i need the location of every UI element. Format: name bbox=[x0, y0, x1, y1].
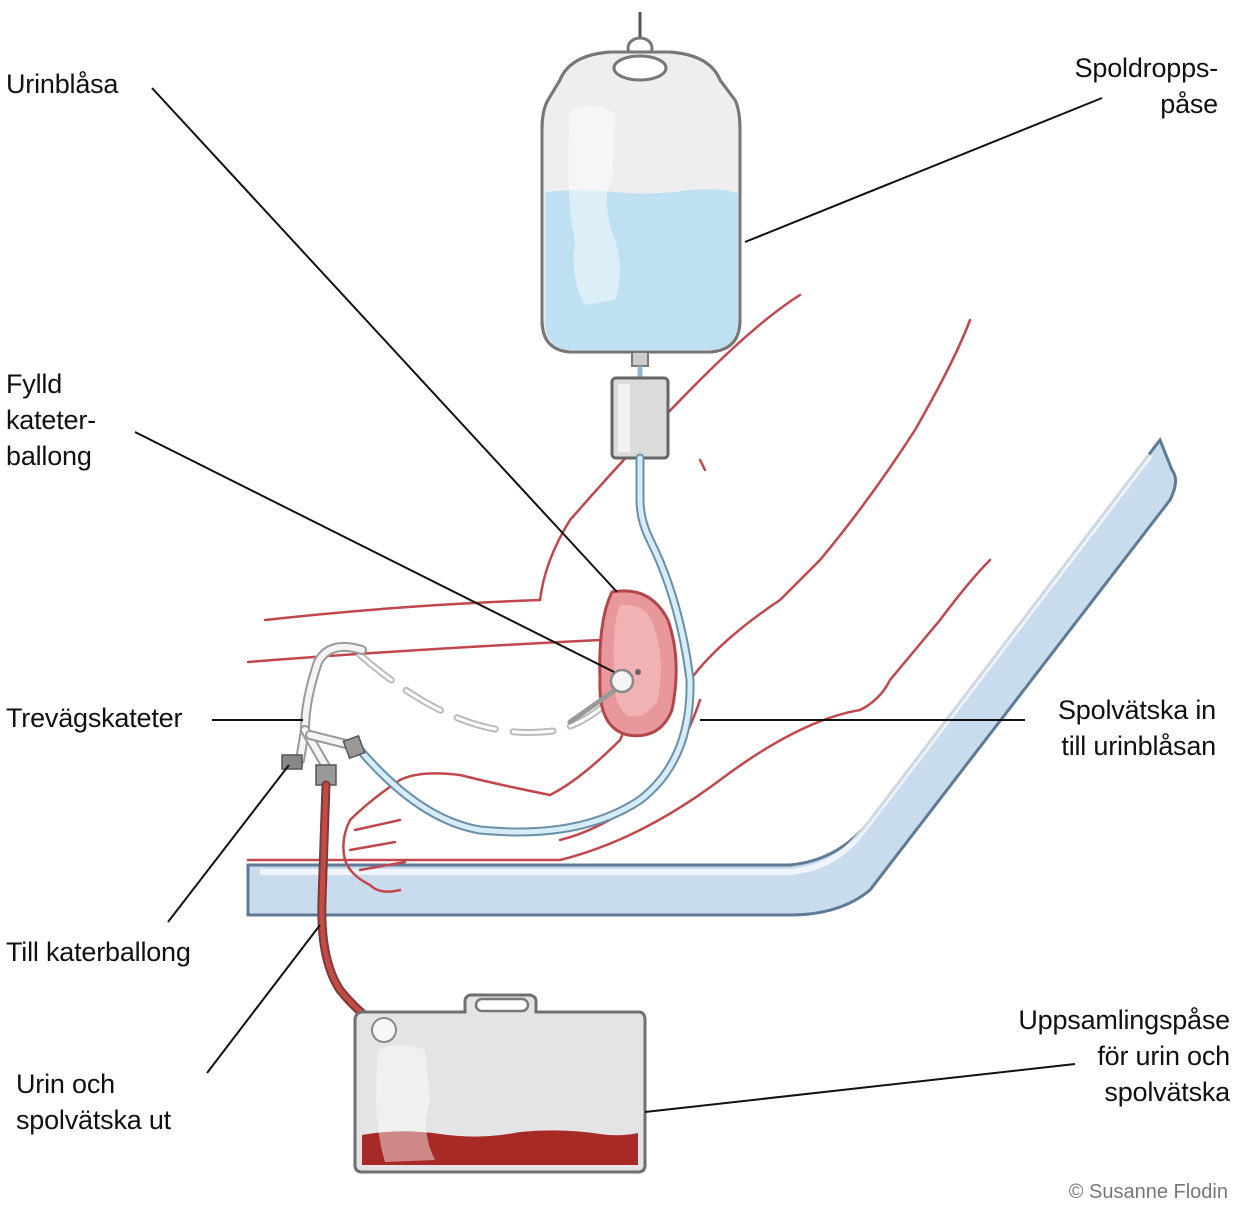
label-balloon-line1: Fylld bbox=[6, 369, 63, 399]
label-collect-line2: för urin och bbox=[1097, 1041, 1230, 1071]
collection-bag bbox=[353, 993, 647, 1174]
label-fylld-kateterballong: Fylld kateter- ballong bbox=[6, 366, 96, 474]
catheter-balloon bbox=[567, 668, 641, 725]
label-urin-ut-line1: Urin och bbox=[16, 1069, 115, 1099]
label-urin-ut-line2: spolvätska ut bbox=[16, 1105, 171, 1135]
label-spoldroppspase: Spoldropps- påse bbox=[1074, 50, 1219, 122]
label-collect-line3: spolvätska bbox=[1104, 1077, 1230, 1107]
label-catheter-text: Trevägskateter bbox=[6, 703, 183, 733]
label-uppsamlingspase: Uppsamlingspåse för urin och spolvätska bbox=[1018, 1002, 1230, 1110]
label-urinblasa-text: Urinblåsa bbox=[6, 69, 119, 99]
leader-lines bbox=[134, 87, 1103, 1113]
label-spoldropps-line1: Spoldropps- bbox=[1074, 53, 1219, 83]
label-trevagskateter: Trevägskateter bbox=[6, 700, 182, 736]
copyright-credit: © Susanne Flodin bbox=[1068, 1181, 1228, 1203]
label-urin-och-spolvatska-ut: Urin och spolvätska ut bbox=[16, 1066, 171, 1138]
label-till-katerballong: Till katerballong bbox=[6, 934, 191, 970]
label-urinblasa: Urinblåsa bbox=[6, 66, 118, 102]
three-way-catheter bbox=[281, 642, 367, 786]
label-spolvatska-in: Spolvätska in till urinblåsan bbox=[1058, 692, 1216, 764]
drip-chamber bbox=[610, 366, 670, 460]
inflow-tube bbox=[355, 453, 695, 837]
label-collect-line1: Uppsamlingspåse bbox=[1018, 1005, 1230, 1035]
label-spol-in-line2: till urinblåsan bbox=[1061, 731, 1216, 761]
bed bbox=[246, 436, 1177, 917]
label-spoldropps-line2: påse bbox=[1160, 89, 1218, 119]
label-balloon-line2: kateter- bbox=[6, 405, 96, 435]
label-spol-in-line1: Spolvätska in bbox=[1058, 695, 1216, 725]
irrigation-bag bbox=[540, 12, 742, 367]
label-balloon-line3: ballong bbox=[6, 441, 92, 471]
bladder bbox=[598, 589, 678, 738]
label-till-ballong-text: Till katerballong bbox=[6, 937, 191, 967]
